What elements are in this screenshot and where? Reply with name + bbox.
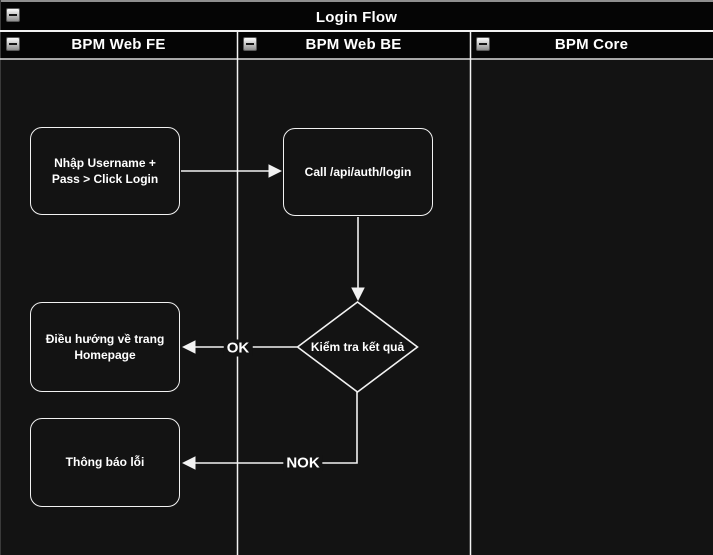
pool-title-bar[interactable]: Login Flow [0, 0, 713, 30]
decision-check-result-label[interactable]: Kiểm tra kết quả [310, 340, 405, 354]
pool-title: Login Flow [315, 8, 398, 26]
edge-label-ok[interactable]: OK [223, 339, 253, 357]
lane-header-bpm-core[interactable]: BPM Core [470, 30, 713, 59]
lane-label: BPM Core [554, 36, 629, 53]
node-call-api[interactable]: Call /api/auth/login [283, 128, 433, 216]
decision-diamond-shape[interactable] [296, 301, 419, 393]
lane-header-bpm-web-be[interactable]: BPM Web BE [237, 30, 470, 59]
minus-icon [479, 43, 487, 45]
node-error-notice[interactable]: Thông báo lỗi [30, 418, 180, 507]
lane-label: BPM Web FE [71, 36, 166, 53]
minus-icon [9, 43, 17, 45]
lane-header-bpm-web-fe[interactable]: BPM Web FE [0, 30, 237, 59]
lane-be-collapse-minus-icon[interactable] [243, 37, 257, 51]
node-redirect-homepage[interactable]: Điều hướng về trang Homepage [30, 302, 180, 392]
minus-icon [9, 14, 17, 16]
lane-core-collapse-minus-icon[interactable] [476, 37, 490, 51]
edge-label-nok[interactable]: NOK [283, 454, 323, 472]
edge-check-nok-to-error[interactable] [181, 392, 358, 470]
lane-fe-collapse-minus-icon[interactable] [6, 37, 20, 51]
pool-collapse-minus-icon[interactable] [6, 8, 20, 22]
node-input-login[interactable]: Nhập Username + Pass > Click Login [30, 127, 180, 215]
minus-icon [246, 43, 254, 45]
lane-label: BPM Web BE [305, 36, 402, 53]
